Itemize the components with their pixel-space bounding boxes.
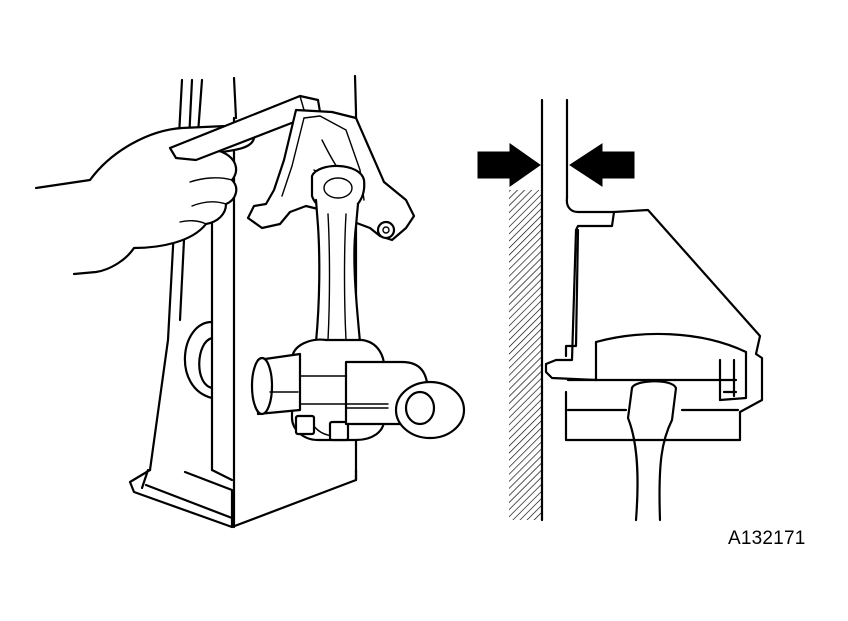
clearance-gap: [477, 98, 635, 200]
mandrel-shaft: [250, 352, 466, 440]
gauge-head-detail: [544, 196, 764, 522]
arrow-right-icon: [477, 143, 541, 187]
arrow-left-icon: [569, 143, 635, 187]
figure-id-label: A132171: [728, 528, 806, 549]
surface-plate-section: [509, 98, 544, 522]
